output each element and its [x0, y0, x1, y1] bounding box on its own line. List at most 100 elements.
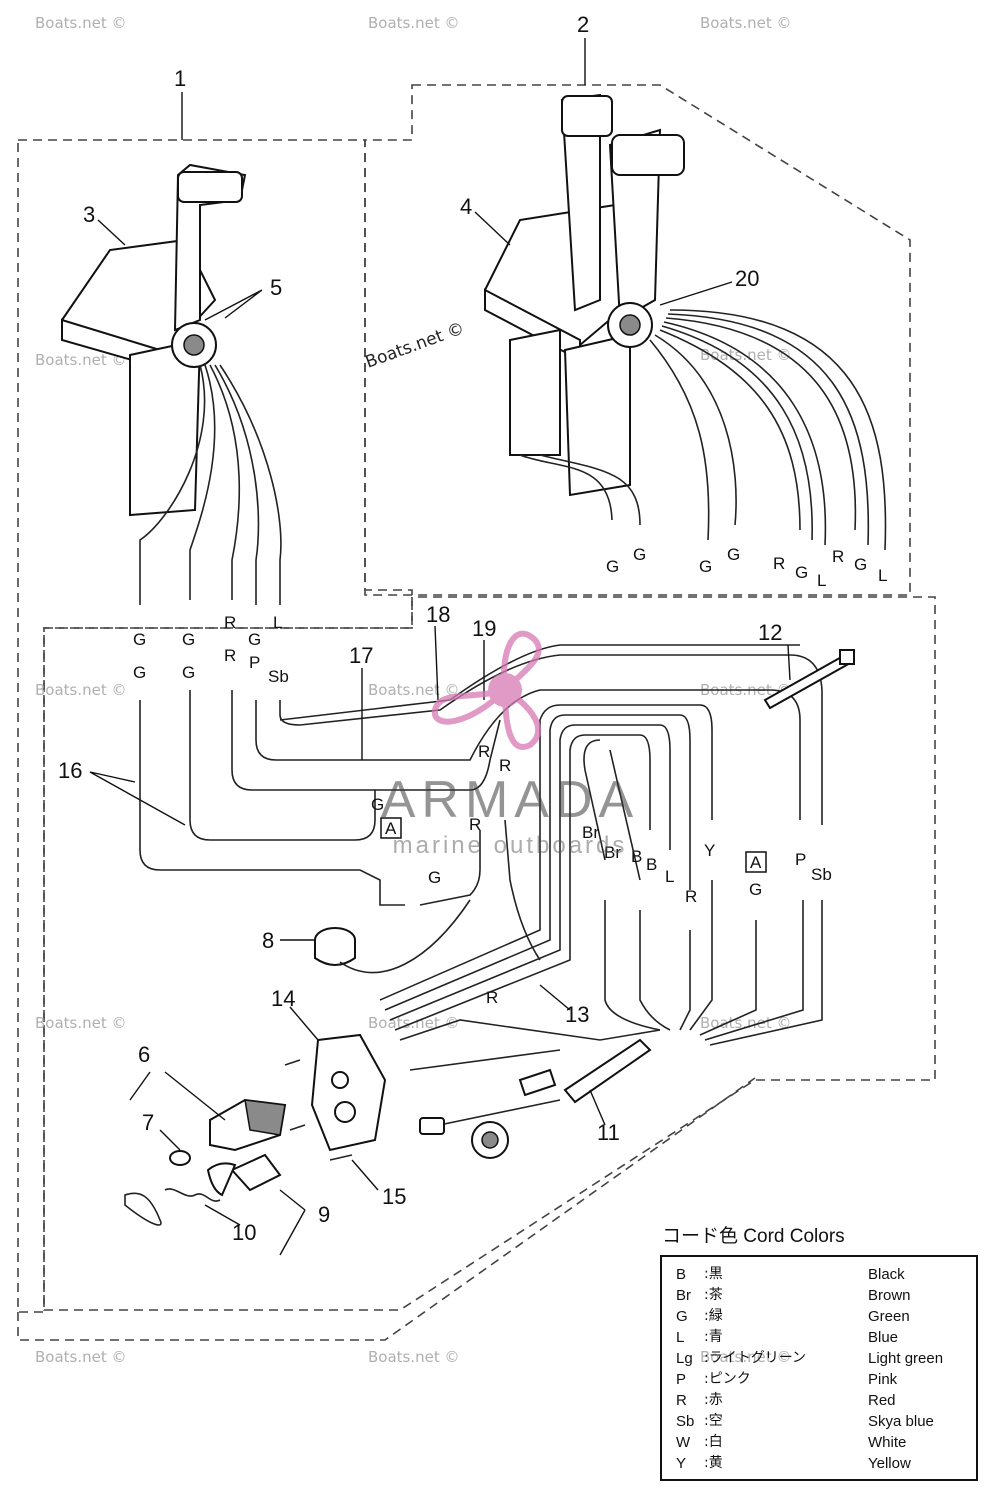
- cable-tie: [763, 649, 855, 710]
- svg-text:Y: Y: [704, 841, 715, 860]
- legend-code: R: [676, 1392, 687, 1409]
- svg-text:G: G: [727, 545, 740, 564]
- svg-text:4: 4: [460, 194, 472, 219]
- callout-numbers: 1 2 3 4 5 6 7 8 9 10 11 12 13 14 15 16 1…: [58, 12, 782, 1245]
- legend-row: P :ピンク Pink: [676, 1369, 976, 1390]
- svg-text:16: 16: [58, 758, 82, 783]
- svg-text:2: 2: [577, 12, 589, 37]
- svg-text:15: 15: [382, 1184, 406, 1209]
- svg-text:Boats.net ©: Boats.net ©: [35, 14, 127, 32]
- main-wire-harness: [139, 644, 823, 1159]
- svg-text:Boats.net ©: Boats.net ©: [35, 351, 127, 369]
- legend-row: L :青 Blue: [676, 1327, 976, 1348]
- legend-title: コード色 Cord Colors: [662, 1226, 845, 1247]
- svg-text:14: 14: [271, 986, 295, 1011]
- svg-text:Boats.net ©: Boats.net ©: [700, 14, 792, 32]
- svg-text:R: R: [469, 815, 481, 834]
- legend-japanese: :空: [704, 1413, 723, 1429]
- legend-japanese: :白: [704, 1434, 723, 1450]
- svg-text:20: 20: [735, 266, 759, 291]
- svg-text:G: G: [133, 663, 146, 682]
- svg-text:A: A: [385, 819, 397, 838]
- legend-japanese: :青: [704, 1329, 723, 1345]
- brand-subtitle: marine outboards: [392, 832, 628, 859]
- svg-text:G: G: [749, 880, 762, 899]
- svg-text:R: R: [499, 756, 511, 775]
- svg-text:Boats.net ©: Boats.net ©: [368, 1348, 460, 1366]
- legend-english: Light green: [868, 1350, 944, 1367]
- legend-code: B: [676, 1266, 687, 1283]
- svg-text:A: A: [750, 853, 762, 872]
- svg-text:G: G: [854, 555, 867, 574]
- svg-text:6: 6: [138, 1042, 150, 1067]
- svg-text:19: 19: [472, 616, 496, 641]
- legend-code: G: [676, 1308, 688, 1325]
- legend-row: R :赤 Red: [676, 1390, 976, 1411]
- svg-text:G: G: [182, 630, 195, 649]
- brand-name: ARMADA: [380, 771, 640, 829]
- svg-text:R: R: [224, 646, 236, 665]
- svg-text:Boats.net ©: Boats.net ©: [700, 1348, 792, 1366]
- buzzer: [314, 899, 471, 974]
- connection-markers: A A: [380, 817, 767, 873]
- legend-code: P: [676, 1371, 687, 1388]
- svg-text:Boats.net ©: Boats.net ©: [35, 1348, 127, 1366]
- svg-text:13: 13: [565, 1002, 589, 1027]
- svg-text:Br: Br: [582, 823, 599, 842]
- svg-text:L: L: [665, 867, 674, 886]
- svg-text:Boats.net ©: Boats.net ©: [35, 1014, 127, 1032]
- svg-text:9: 9: [318, 1202, 330, 1227]
- single-lever-remote-control: [61, 163, 247, 517]
- legend-row: B :黒 Black: [676, 1264, 976, 1285]
- legend-row: W :白 White: [676, 1432, 976, 1453]
- svg-text:G: G: [606, 557, 619, 576]
- legend-row: Lg :ライトグリーン Light green: [676, 1348, 976, 1369]
- svg-text:R: R: [773, 554, 785, 573]
- svg-text:R: R: [685, 887, 697, 906]
- svg-text:17: 17: [349, 643, 373, 668]
- svg-text:18: 18: [426, 602, 450, 627]
- brand-watermark: ARMADA marine outboards: [345, 770, 675, 870]
- svg-text:10: 10: [232, 1220, 256, 1245]
- legend-row: G :緑 Green: [676, 1306, 976, 1327]
- svg-text:Boats.net ©: Boats.net ©: [700, 1014, 792, 1032]
- svg-text:Br: Br: [604, 843, 621, 862]
- legend-english: Green: [868, 1308, 910, 1325]
- legend-english: Black: [868, 1266, 905, 1283]
- legend-japanese: :ライトグリーン: [704, 1350, 807, 1366]
- legend-english: Yellow: [868, 1455, 911, 1472]
- svg-text:12: 12: [758, 620, 782, 645]
- svg-text:R: R: [478, 742, 490, 761]
- single-control-wires: [139, 364, 282, 605]
- svg-text:G: G: [795, 563, 808, 582]
- svg-text:G: G: [428, 868, 441, 887]
- legend-english: Blue: [868, 1329, 899, 1346]
- group-outline-outer: [17, 1077, 756, 1341]
- svg-text:Boats.net ©: Boats.net ©: [363, 318, 467, 372]
- svg-text:G: G: [699, 557, 712, 576]
- legend-japanese: :赤: [704, 1392, 723, 1408]
- legend-japanese: :緑: [704, 1308, 723, 1324]
- svg-text:G: G: [133, 630, 146, 649]
- cord-color-legend: B :黒 Black Br :茶 Brown G :緑 Green L :青 B…: [660, 1255, 978, 1481]
- svg-text:P: P: [795, 850, 806, 869]
- svg-text:Boats.net ©: Boats.net ©: [368, 681, 460, 699]
- svg-text:R: R: [224, 613, 236, 632]
- legend-japanese: :ピンク: [704, 1371, 751, 1387]
- svg-text:Sb: Sb: [811, 865, 832, 884]
- legend-japanese: :黒: [704, 1266, 723, 1282]
- svg-text:1: 1: [174, 66, 186, 91]
- svg-text:Boats.net ©: Boats.net ©: [35, 681, 127, 699]
- dual-control-wires: [519, 309, 887, 551]
- switch-panel: [124, 1033, 387, 1226]
- svg-text:B: B: [646, 855, 657, 874]
- legend-english: Red: [868, 1392, 896, 1409]
- svg-text:5: 5: [270, 275, 282, 300]
- svg-text:G: G: [633, 545, 646, 564]
- legend-code: Lg: [676, 1350, 693, 1367]
- svg-text:7: 7: [142, 1110, 154, 1135]
- legend-row: Br :茶 Brown: [676, 1285, 976, 1306]
- legend-row: Y :黄 Yellow: [676, 1453, 976, 1474]
- legend-english: White: [868, 1434, 907, 1451]
- svg-text:L: L: [878, 566, 887, 585]
